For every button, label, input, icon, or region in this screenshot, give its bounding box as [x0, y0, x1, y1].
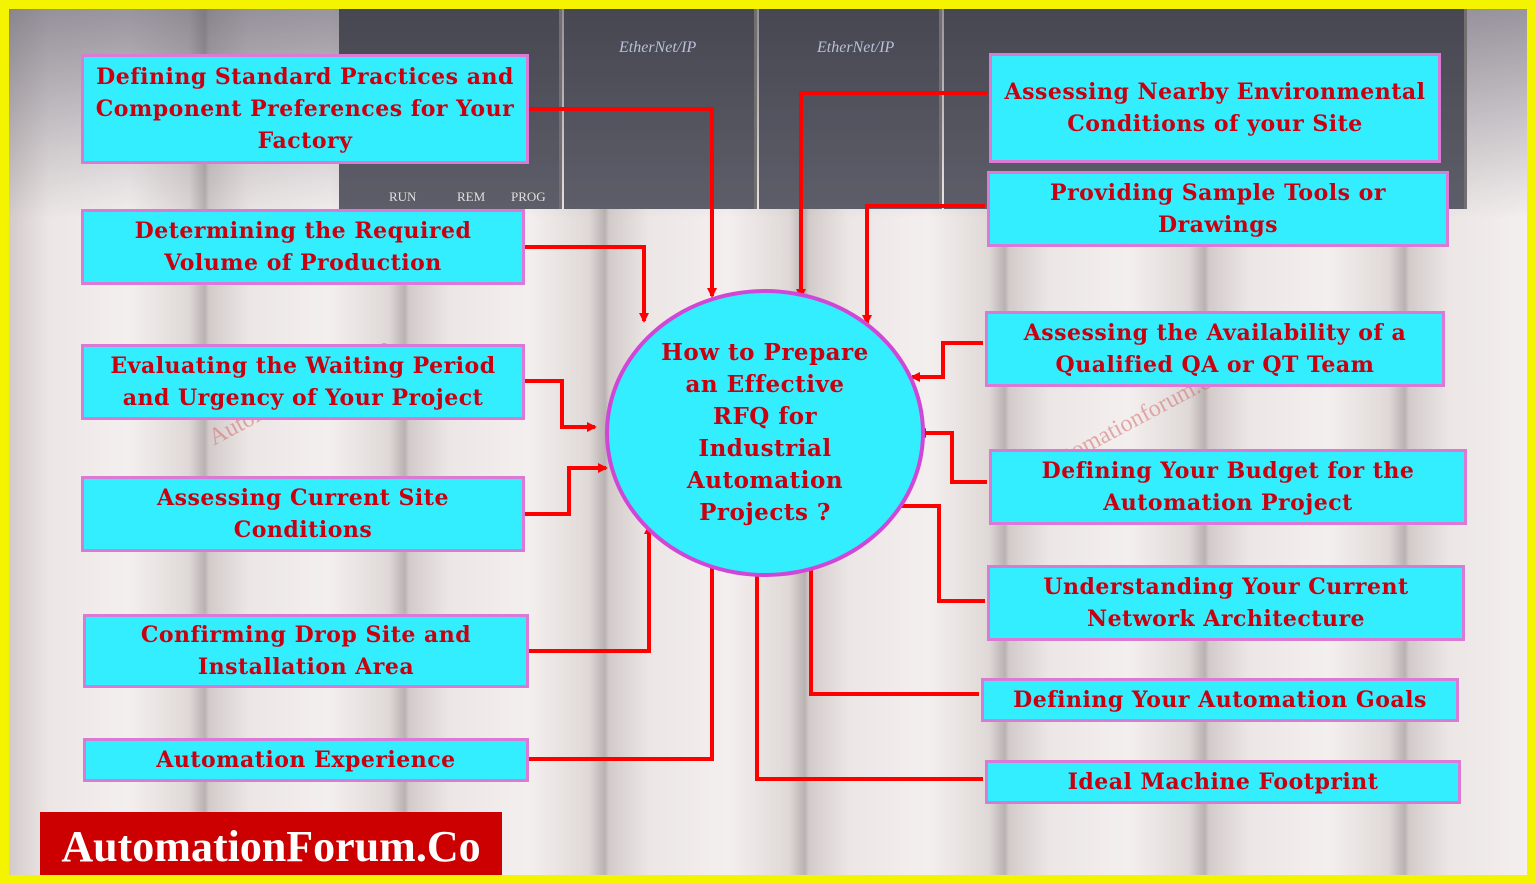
ethernet-label-2: EtherNet/IP — [817, 39, 895, 56]
box-sample-tools: Providing Sample Tools or Drawings — [987, 171, 1449, 247]
box-standard-practices: Defining Standard Practices and Componen… — [81, 54, 529, 164]
central-question-circle: How to Prepare an Effective RFQ for Indu… — [605, 289, 925, 577]
box-qa-team: Assessing the Availability of a Qualifie… — [985, 311, 1445, 387]
ethernet-label-1: EtherNet/IP — [619, 39, 697, 56]
box-waiting-period: Evaluating the Waiting Period and Urgenc… — [81, 344, 525, 420]
arrow-left-4 — [523, 463, 608, 516]
arrow-right-2 — [862, 204, 985, 325]
arrow-left-2 — [523, 245, 649, 323]
plc-module-dark-3 — [759, 9, 942, 209]
arrow-right-4 — [916, 428, 987, 484]
connector-arrows — [523, 91, 987, 781]
box-machine-footprint: Ideal Machine Footprint — [985, 760, 1461, 804]
prog-label: PROG — [511, 189, 546, 204]
arrow-left-5 — [527, 524, 654, 653]
box-automation-experience: Automation Experience — [83, 738, 529, 782]
arrow-right-3 — [910, 341, 983, 382]
box-network-architecture: Understanding Your Current Network Archi… — [987, 565, 1465, 641]
arrow-left-3 — [523, 379, 597, 432]
box-production-volume: Determining the Required Volume of Produ… — [81, 209, 525, 285]
box-environmental-conditions: Assessing Nearby Environmental Condition… — [989, 53, 1441, 163]
box-site-conditions: Assessing Current Site Conditions — [81, 476, 525, 552]
box-automation-goals: Defining Your Automation Goals — [981, 678, 1459, 722]
arrow-left-6 — [527, 555, 717, 761]
arrow-right-6 — [806, 555, 979, 696]
arrow-left-1 — [527, 107, 717, 298]
rem-label: REM — [457, 189, 486, 204]
arrow-right-5 — [887, 501, 985, 603]
box-budget: Defining Your Budget for the Automation … — [989, 449, 1467, 525]
run-label: RUN — [389, 189, 417, 204]
box-drop-site: Confirming Drop Site and Installation Ar… — [83, 614, 529, 688]
arrow-right-1 — [796, 91, 987, 299]
brand-logo: AutomationForum.Co — [40, 812, 502, 875]
arrow-right-7 — [752, 562, 983, 781]
